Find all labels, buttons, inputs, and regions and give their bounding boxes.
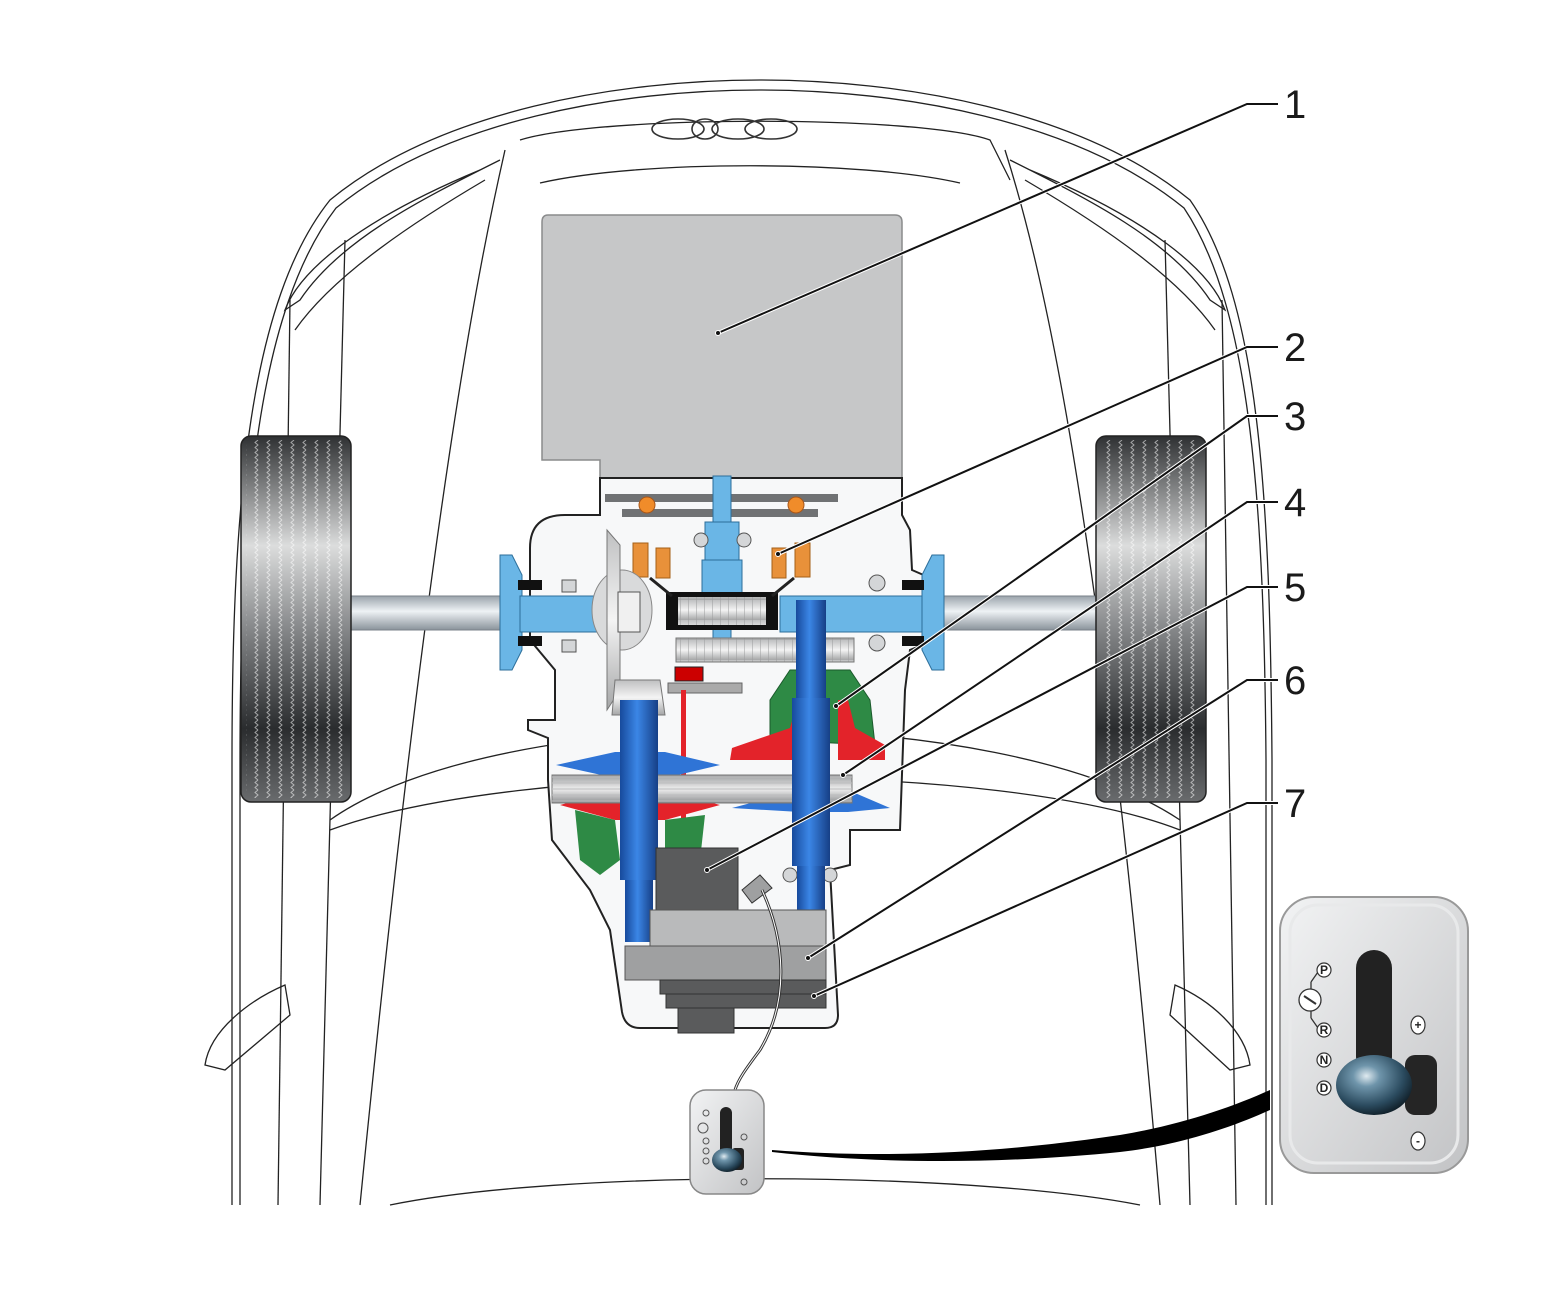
tiptronic-gate-slot [1405,1055,1437,1115]
zoom-connector [772,1090,1270,1162]
leader-6 [807,679,1278,959]
leader-7 [813,802,1278,997]
pulley-shafts [620,600,830,942]
selector-knob [1336,1055,1412,1115]
planetary-gearset [649,576,795,630]
callout-2: 2 [1284,326,1306,370]
selector-gate-slot [1356,950,1392,1075]
transmission-control-unit [624,909,827,981]
leader-2 [777,346,1278,555]
gate-label-p: P [1320,963,1328,977]
callout-labels: 1 2 3 4 5 6 7 [1284,83,1306,826]
callout-4: 4 [1284,481,1306,525]
leader-1 [717,103,1278,334]
gate-label-d: D [1320,1081,1329,1095]
gate-label-r: R [1320,1023,1329,1037]
callout-1: 1 [1284,83,1306,127]
leader-5 [706,586,1278,871]
leader-3 [835,415,1278,707]
left-front-tire [240,435,352,803]
selector-lever-inset: P R N D + - [1279,896,1469,1174]
selector-lever-small [689,1089,765,1195]
leader-lines [706,102,1278,998]
selector-cable [733,874,783,1091]
intermediate-gear [675,637,855,663]
gate-label-n: N [1320,1053,1329,1067]
left-output-flange [499,554,601,671]
hydraulic-control-unit [655,847,739,911]
four-rings-logo [651,118,798,140]
callout-7: 7 [1284,782,1306,826]
bearings [561,532,886,883]
engine-block [541,214,903,479]
callout-3: 3 [1284,395,1306,439]
callout-6: 6 [1284,659,1306,703]
selector-sensor-module [659,979,827,1034]
tiptronic-plus-label: + [1414,1018,1421,1032]
tiptronic-minus-label: - [1416,1134,1420,1148]
leader-4 [842,501,1278,776]
right-front-tire [1095,435,1207,803]
leader-dots [704,330,846,999]
forward-clutch [632,542,811,579]
callout-5: 5 [1284,566,1306,610]
